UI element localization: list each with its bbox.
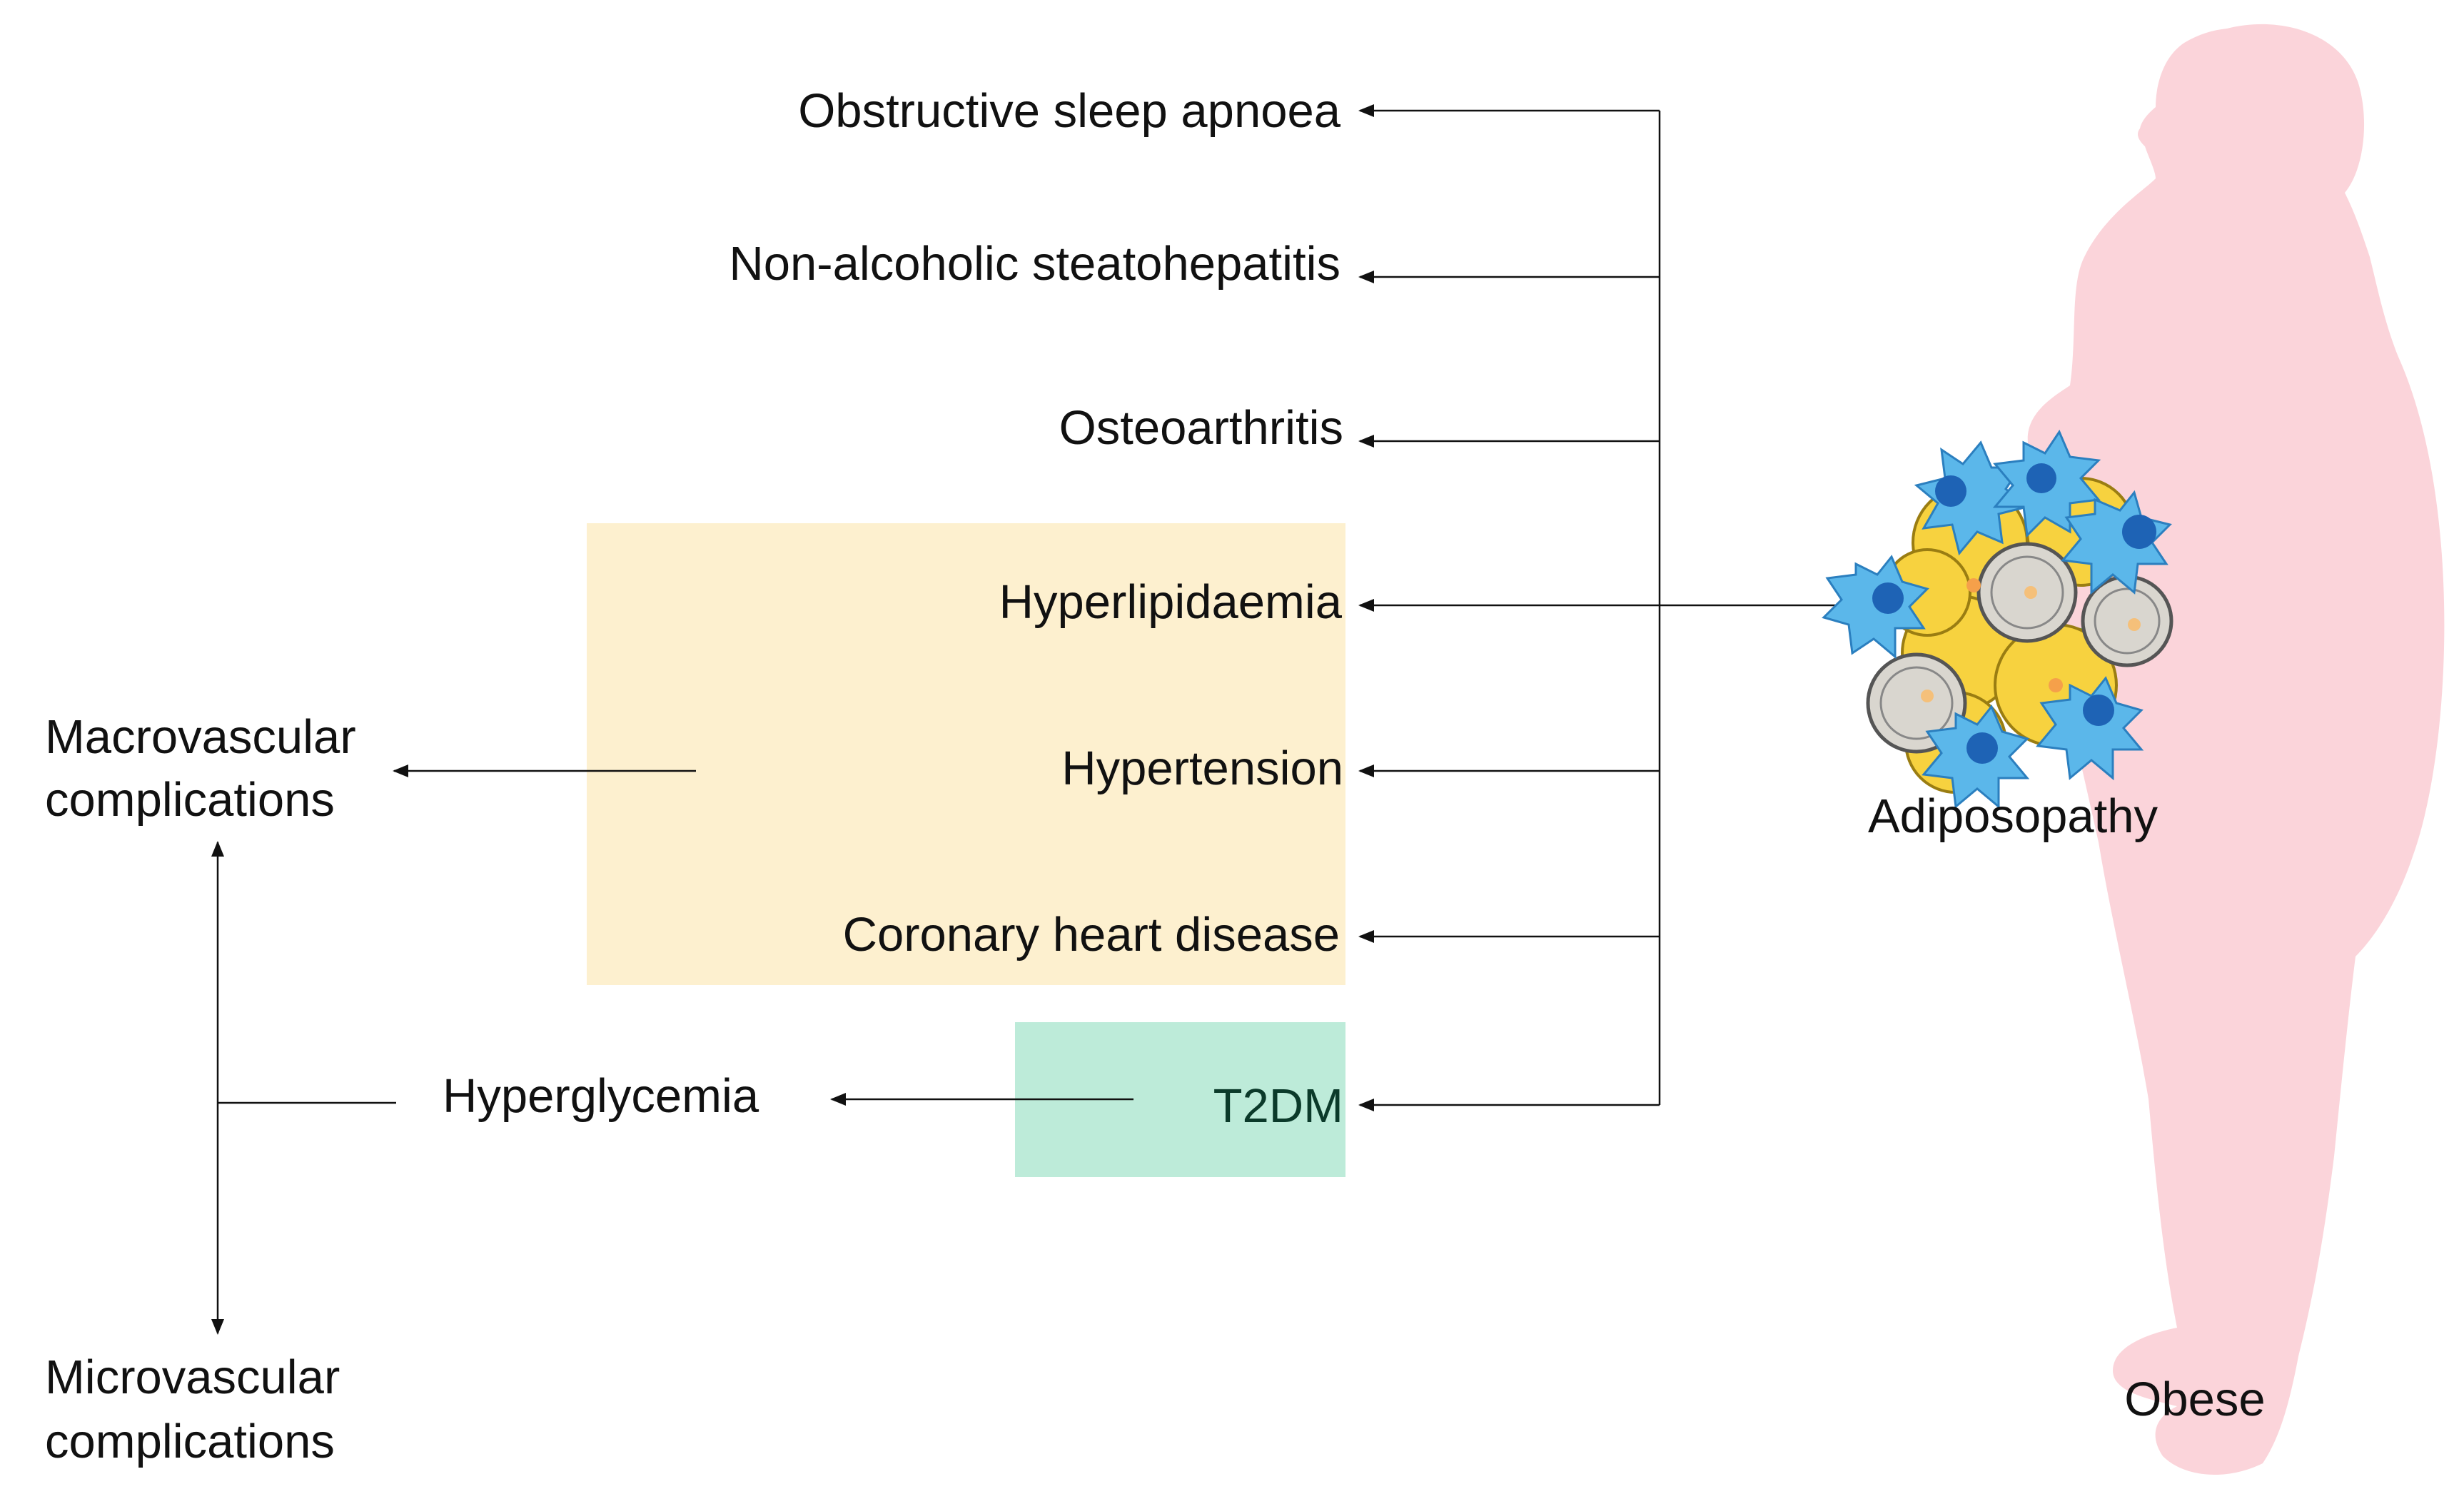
- label-obese: Obese: [2124, 1373, 2265, 1426]
- label-t2dm: T2DM: [1213, 1079, 1343, 1133]
- label-adiposopathy: Adiposopathy: [1868, 789, 2158, 843]
- label-microvascular-line1: Microvascular: [45, 1351, 340, 1404]
- label-nash: Non-alcoholic steatohepatitis: [729, 237, 1340, 291]
- obese-person-silhouette: [2027, 24, 2445, 1475]
- label-coronary-heart-disease: Coronary heart disease: [843, 908, 1340, 962]
- label-sleep-apnoea: Obstructive sleep apnoea: [798, 84, 1341, 138]
- connector-lines: [211, 104, 1836, 1335]
- label-microvascular-line2: complications: [45, 1415, 335, 1468]
- label-macrovascular-line1: Macrovascular: [45, 710, 356, 764]
- adipose-tissue-cluster-icon: [1822, 429, 2173, 809]
- label-hypertension: Hypertension: [1061, 742, 1343, 795]
- cardiovascular-box: [587, 523, 1345, 985]
- label-osteoarthritis: Osteoarthritis: [1059, 401, 1343, 455]
- label-hyperlipidaemia: Hyperlipidaemia: [999, 575, 1343, 629]
- label-macrovascular-line2: complications: [45, 773, 335, 827]
- label-hyperglycemia: Hyperglycemia: [443, 1069, 759, 1123]
